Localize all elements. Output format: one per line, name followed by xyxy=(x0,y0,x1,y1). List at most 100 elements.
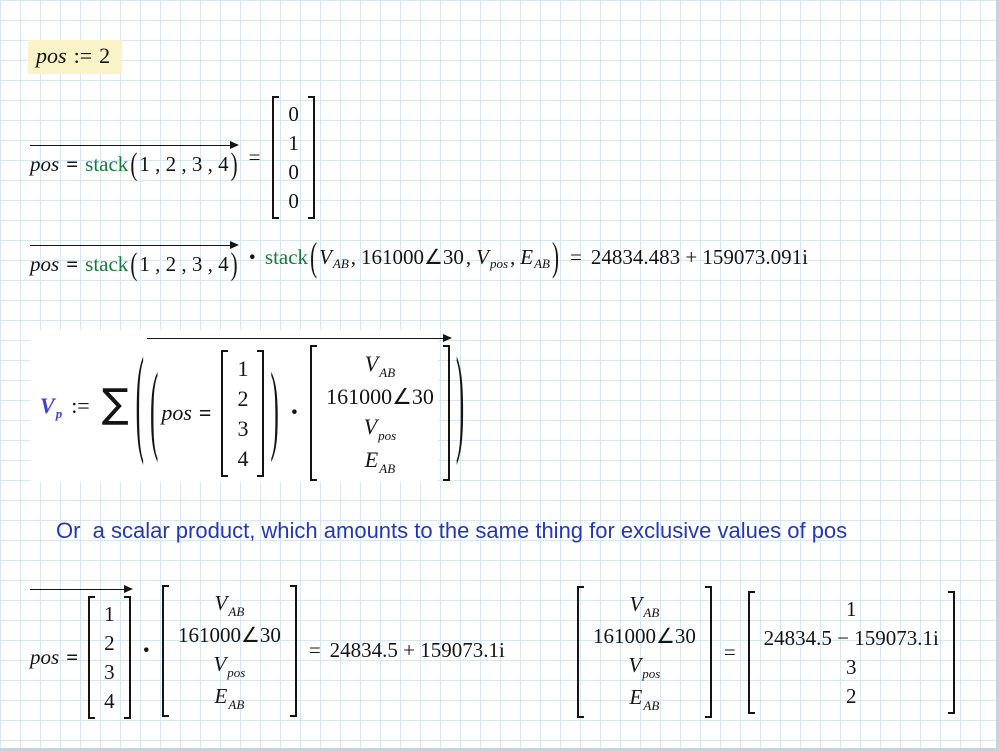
result-vector: 0 1 0 0 xyxy=(272,96,315,219)
big-left-paren: ( xyxy=(135,338,144,469)
subscript-pos: pos xyxy=(642,666,661,681)
matrix-cell-vpos: Vpos xyxy=(326,413,434,443)
voltage-vector: VAB 161000∠30 Vpos EAB xyxy=(577,586,712,718)
complex-result: 24834.5 + 159073.1i xyxy=(329,638,505,662)
variable-vab: V xyxy=(214,590,228,615)
matrix-cell: 0 xyxy=(288,160,299,184)
voltage-vector: VAB 161000∠30 Vpos EAB xyxy=(310,345,450,481)
subscript-ab: AB xyxy=(643,698,660,713)
dot-operator: · xyxy=(289,397,300,428)
variable-eab: E xyxy=(214,683,228,708)
math-region-scalar-product[interactable]: pos = 1 2 3 4 · VAB 161000∠30 Vpos EAB = xyxy=(30,582,505,719)
stack-function: stack xyxy=(264,245,309,269)
variable-pos: pos xyxy=(36,43,67,68)
left-bracket xyxy=(310,345,318,481)
variable-pos: pos xyxy=(30,645,60,669)
subscript-ab: AB xyxy=(228,696,245,712)
expression-row: ( pos = 1 2 3 4 ) · VAB 161000∠30 xyxy=(147,345,453,481)
variable-vp: V xyxy=(40,393,55,418)
right-bracket xyxy=(307,96,315,219)
stack-args: 1 , 2 , 3 , 4 xyxy=(139,152,229,176)
subscript-p: p xyxy=(55,406,63,421)
variable-vpos: V xyxy=(476,245,489,269)
variable-pos: pos xyxy=(30,252,60,276)
matrix-cell: 2 xyxy=(846,683,857,708)
right-bracket xyxy=(704,586,712,718)
matrix-cell: 1 xyxy=(846,596,857,621)
matrix-cell: 0 xyxy=(288,189,299,213)
matrix-cell-eab: EAB xyxy=(326,446,434,476)
right-bracket xyxy=(123,596,131,719)
assign-operator: := xyxy=(71,393,90,418)
right-bracket xyxy=(289,584,297,717)
comma: , xyxy=(510,245,516,269)
left-bracket xyxy=(88,596,96,719)
variable-eab: E xyxy=(629,685,643,709)
comma: , xyxy=(465,245,472,269)
dot-operator: · xyxy=(141,634,151,666)
variable-vab: V xyxy=(629,592,643,616)
matrix-cell: 3 xyxy=(237,415,249,441)
math-region-pos-definition[interactable]: pos := 2 xyxy=(28,40,123,74)
stack-function: stack xyxy=(85,252,129,276)
boolean-equals: = xyxy=(66,252,79,276)
inner-right-paren: ) xyxy=(270,357,279,465)
subscript-pos: pos xyxy=(489,255,508,271)
vectorize-arrow-icon xyxy=(147,331,452,342)
matrix-cell: 0 xyxy=(288,102,299,126)
left-bracket xyxy=(747,590,755,714)
matrix-cell-vab: VAB xyxy=(326,350,434,380)
right-bracket xyxy=(257,349,265,477)
phasor-161000-30: 161000∠30 xyxy=(361,245,464,269)
variable-vpos: V xyxy=(363,414,378,439)
left-paren: ( xyxy=(310,233,318,280)
vectorize-arrow-icon xyxy=(30,138,239,149)
math-region-vector-equality[interactable]: VAB 161000∠30 Vpos EAB = 1 24834.5 − 159… xyxy=(574,586,958,718)
variable-vpos: V xyxy=(213,651,227,676)
variable-vab: V xyxy=(319,245,332,269)
left-bracket xyxy=(272,96,280,219)
right-paren: ) xyxy=(230,145,238,182)
summation-sigma-icon: ∑ xyxy=(101,380,129,427)
matrix-cell-vpos: Vpos xyxy=(178,651,281,680)
subscript-ab: AB xyxy=(332,255,349,271)
matrix-cell-vpos: Vpos xyxy=(593,652,696,681)
vectorize-arrow-icon xyxy=(30,582,133,593)
matrix-cell: 24834.5 − 159073.1i xyxy=(763,625,939,650)
matrix-cell: 2 xyxy=(237,385,249,411)
matrix-cell-phasor: 161000∠30 xyxy=(178,622,281,647)
assign-operator: := xyxy=(73,43,93,68)
complex-result: 24834.483 + 159073.091i xyxy=(590,245,808,269)
vectorize-group: pos = 1 2 3 4 xyxy=(30,582,134,719)
note-text: Or a scalar product, which amounts to th… xyxy=(56,518,848,543)
equals: = xyxy=(248,145,261,169)
boolean-equals: = xyxy=(66,645,79,669)
result-vector: 1 24834.5 − 159073.1i 3 2 xyxy=(747,590,955,714)
variable-pos: pos xyxy=(161,400,192,425)
math-region-dot-product-stack[interactable]: pos = stack ( 1 , 2 , 3 , 4 ) · stack ( … xyxy=(30,234,808,282)
matrix-cell: 4 xyxy=(104,689,115,713)
matrix-cell: 1 xyxy=(237,355,249,381)
math-region-pos-stack-vector[interactable]: pos = stack ( 1 , 2 , 3 , 4 ) = 0 1 0 0 xyxy=(30,96,318,219)
variable-eab: E xyxy=(520,245,534,269)
big-right-paren: ) xyxy=(455,338,465,469)
voltage-vector: VAB 161000∠30 Vpos EAB xyxy=(162,584,297,717)
matrix-cells: VAB 161000∠30 Vpos EAB xyxy=(169,585,290,717)
left-paren: ( xyxy=(130,145,138,182)
inner-left-paren: ( xyxy=(150,357,159,465)
comma: , xyxy=(350,245,357,269)
expression-row: pos = 1 2 3 4 xyxy=(30,596,134,719)
boolean-equals: = xyxy=(198,400,212,425)
text-region-note[interactable]: Or a scalar product, which amounts to th… xyxy=(56,518,847,544)
equals: = xyxy=(569,245,582,269)
dot-operator: · xyxy=(247,241,257,273)
variable-vab: V xyxy=(364,351,379,376)
matrix-cell-vab: VAB xyxy=(178,590,281,619)
equals: = xyxy=(723,639,736,664)
matrix-cell-phasor: 161000∠30 xyxy=(326,384,434,409)
left-paren: ( xyxy=(130,245,138,282)
matrix-cells: 1 2 3 4 xyxy=(95,596,124,719)
expression-row: pos = stack ( 1 , 2 , 3 , 4 ) xyxy=(30,146,240,182)
matrix-cells: 1 24834.5 − 159073.1i 3 2 xyxy=(755,591,948,714)
